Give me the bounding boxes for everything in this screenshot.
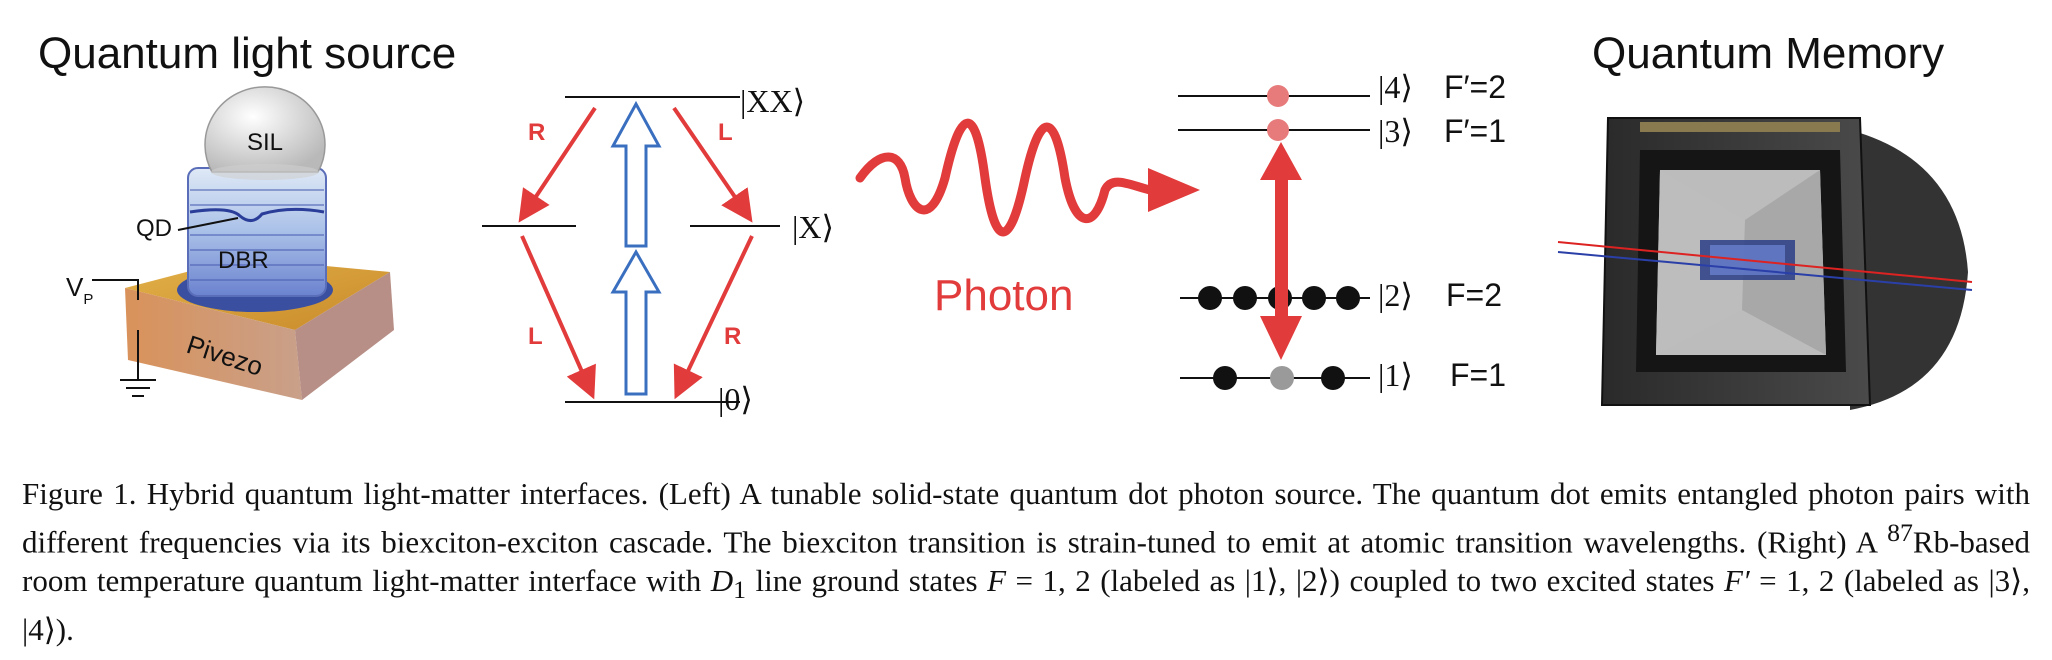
left-title: Quantum light source xyxy=(38,29,456,78)
f-label-3: F′=1 xyxy=(1444,113,1506,149)
pol-upper-left: R xyxy=(528,119,545,146)
photon-arrowhead xyxy=(1148,168,1200,212)
f-label-1: F=1 xyxy=(1450,357,1506,393)
blue-laser-beam xyxy=(1557,251,1973,291)
pol-lower-right: R xyxy=(724,323,741,350)
ket-xx: |XX⟩ xyxy=(740,83,805,119)
qd-pointer xyxy=(177,217,239,231)
ket-1: |1⟩ xyxy=(1378,357,1413,393)
photon-wave xyxy=(855,118,1155,237)
ket-x: |X⟩ xyxy=(792,209,834,245)
ket-zero: |0⟩ xyxy=(718,381,753,417)
f-label-4: F′=2 xyxy=(1444,69,1506,105)
transition-double-arrow xyxy=(1260,142,1302,360)
figure-caption: Figure 1. Hybrid quantum light-matter in… xyxy=(22,474,2030,649)
vapor-cell-device xyxy=(1600,117,1968,410)
dbr-label: DBR xyxy=(218,247,269,274)
pol-lower-left: L xyxy=(528,323,543,350)
right-title: Quantum Memory xyxy=(1592,29,1944,78)
f-label-2: F=2 xyxy=(1446,277,1502,313)
piezo-device xyxy=(125,86,394,400)
qd-label: QD xyxy=(136,215,172,242)
vp-label: VP xyxy=(66,272,93,308)
sil-label: SIL xyxy=(247,129,283,156)
ket-3: |3⟩ xyxy=(1378,113,1413,149)
red-laser-beam xyxy=(1557,241,1973,283)
vp-wire xyxy=(92,279,139,300)
cascade-red-arrows xyxy=(518,106,754,400)
pol-upper-right: L xyxy=(718,119,733,146)
ground-icon xyxy=(120,379,156,397)
ket-4: |4⟩ xyxy=(1378,69,1413,105)
cascade-levels xyxy=(482,96,780,403)
ket-2: |2⟩ xyxy=(1378,277,1413,313)
photon-label: Photon xyxy=(934,271,1073,320)
pump-arrows xyxy=(610,100,662,396)
caption-paragraph: Figure 1. Hybrid quantum light-matter in… xyxy=(22,476,2030,647)
figure-graphic: Quantum light source SIL QD DBR VP P xyxy=(38,29,1973,417)
